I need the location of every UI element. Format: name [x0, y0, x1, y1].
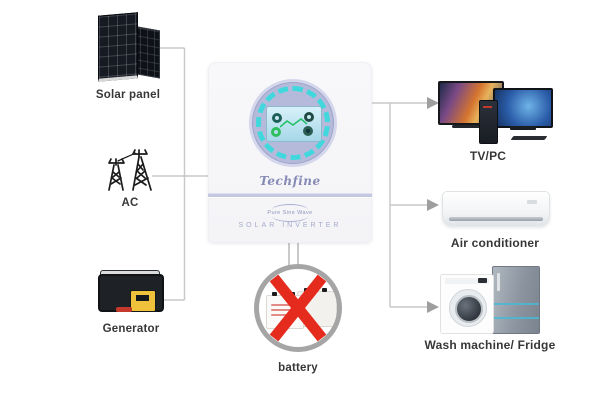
lcd-gauge-icon: [304, 112, 314, 122]
wash-fridge-label: Wash machine/ Fridge: [424, 338, 556, 352]
node-tv-pc: [438, 78, 553, 146]
generator-icon: [96, 266, 166, 318]
washing-machine: [440, 274, 494, 334]
arrow-right-icon: [427, 199, 439, 211]
pure-sine-wave-logo: Pure Sine Wave: [208, 204, 372, 222]
power-towers-icon: [108, 149, 152, 191]
node-generator: [96, 266, 166, 318]
inverter-subtitle: SOLAR INVERTER: [238, 222, 342, 229]
battery-crossed-icon: [254, 264, 342, 352]
display-tick-ring: [256, 86, 330, 160]
lcd-gauge-icon: [271, 127, 281, 137]
inverter-brand: Techfine: [259, 174, 321, 188]
battery-label: battery: [278, 362, 318, 374]
lcd-gauge-icon: [272, 113, 282, 123]
washer-fridge-icon: [438, 266, 542, 334]
node-solar-panel: [92, 12, 168, 84]
solar-panel-icon: [92, 12, 168, 84]
air-conditioner-icon: [442, 191, 550, 226]
inverter-divider: [208, 194, 372, 197]
tv-pc-label: TV/PC: [469, 149, 507, 163]
keyboard: [510, 136, 548, 140]
node-wash-fridge: [438, 266, 542, 334]
generator-label: Generator: [102, 323, 160, 335]
pc-monitor: [493, 88, 553, 128]
washer-door: [449, 289, 487, 327]
fridge: [492, 266, 540, 334]
lcd-wave-icon: [280, 118, 308, 128]
inverter-unit: Techfine Pure Sine Wave SOLAR INVERTER: [208, 62, 372, 243]
red-cross-icon: [269, 274, 327, 342]
tv-pc-icon: [438, 78, 553, 146]
inverter-lcd-screen: [266, 106, 322, 142]
lcd-gauge-icon: [303, 126, 313, 136]
pc-tower: [479, 100, 498, 144]
ac-grid-label: AC: [121, 197, 139, 209]
solar-panel-label: Solar panel: [95, 89, 161, 101]
inverter-display-bezel: [249, 79, 337, 167]
node-ac-grid: [102, 145, 158, 193]
pure-sine-wave-text: Pure Sine Wave: [267, 210, 313, 216]
air-conditioner-label: Air conditioner: [450, 236, 540, 250]
